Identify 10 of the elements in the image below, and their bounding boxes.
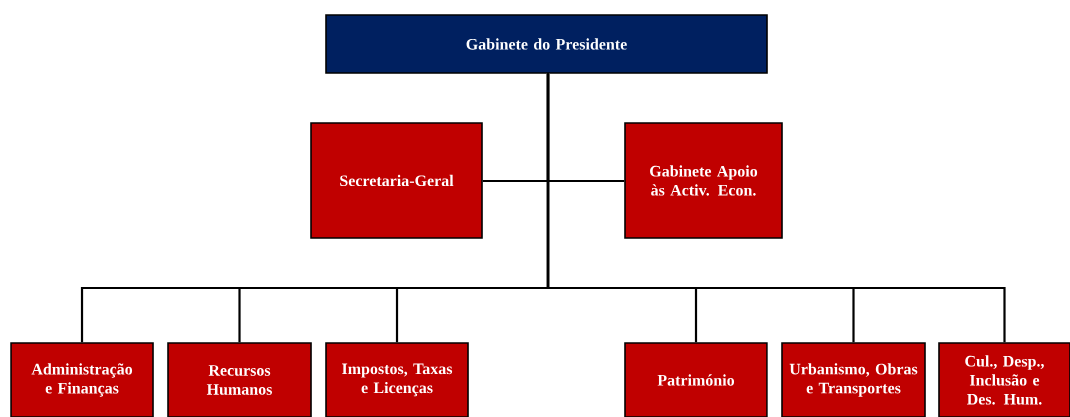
unit-box: Património [624, 342, 768, 417]
unit-box: Recursos Humanos [167, 342, 312, 417]
unit-box: Administração e Finanças [10, 342, 154, 417]
unit-box: Cul., Desp., Inclusão e Des. Hum. [938, 342, 1070, 417]
unit-box: Secretaria-Geral [310, 122, 483, 239]
connector-line [546, 73, 1006, 343]
unit-box: Urbanismo, Obras e Transportes [781, 342, 926, 417]
unit-box: Impostos, Taxas e Licenças [325, 342, 469, 417]
head-box: Gabinete do Presidente [325, 14, 768, 74]
unit-box: Gabinete Apoio às Activ. Econ. [624, 122, 783, 239]
